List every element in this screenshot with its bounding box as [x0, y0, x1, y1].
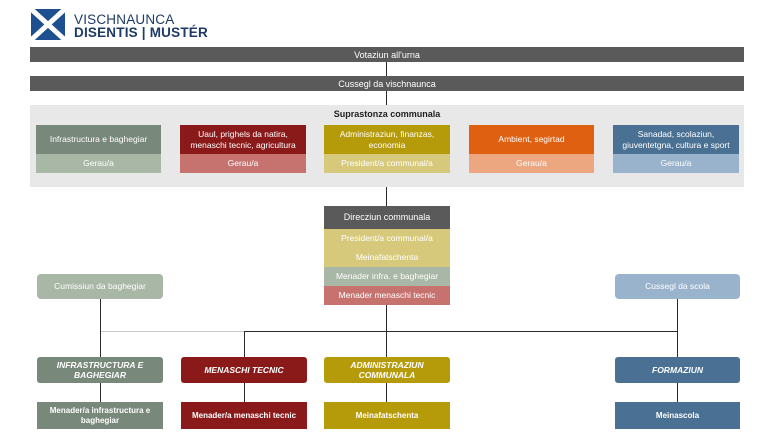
cussegl-scola: Cussegl da scola	[615, 274, 740, 299]
unit-infrastructura: INFRASTRUCTURA E BAGHEGIAR	[37, 357, 163, 383]
department-role: Gerau/a	[469, 154, 594, 173]
logo-line1: VISCHNAUNCA	[74, 12, 175, 27]
department-uaul: Uaul, prighels da natira, menaschi tecni…	[180, 125, 306, 154]
unit-leader: Meinascola	[615, 402, 740, 429]
direcziun-member: Meinafatschenta	[324, 248, 450, 267]
unit-formaziun: FORMAZIUN	[615, 357, 740, 383]
logo-line2: DISENTIS | MUSTÉR	[74, 25, 208, 40]
unit-leader: Menader/a infrastructura e baghegiar	[37, 402, 163, 429]
connector	[100, 299, 101, 357]
connector	[244, 331, 245, 357]
department-infrastructura: Infrastructura e baghegiar	[36, 125, 161, 154]
direcziun-member: President/a communal/a	[324, 229, 450, 248]
cussegl-bar: Cussegl da vischnaunca	[30, 76, 744, 91]
saltire-logo-icon	[29, 7, 67, 42]
connector	[386, 91, 387, 105]
connector	[244, 331, 678, 332]
advisory-line	[100, 331, 324, 332]
unit-administraziun: ADMINISTRAZIUN COMMUNALA	[324, 357, 450, 383]
connector	[244, 383, 245, 402]
department-administraziun: Administraziun, finanzas, economia	[324, 125, 450, 154]
department-role: Gerau/a	[180, 154, 306, 173]
department-sanadad: Sanadad, scolaziun, giuventetgna, cultur…	[613, 125, 739, 154]
unit-leader: Meinafatschenta	[324, 402, 450, 429]
cumissiun-baghegiar: Cumissiun da baghegiar	[37, 274, 163, 299]
direcziun-member: Menader menaschi tecnic	[324, 286, 450, 305]
connector	[100, 383, 101, 402]
connector	[386, 383, 387, 402]
unit-menaschi-tecnic: MENASCHI TECNIC	[181, 357, 307, 383]
votaziun-bar: Votaziun all'urna	[30, 47, 744, 62]
department-role: President/a communal/a	[324, 154, 450, 173]
direcziun-member: Menader infra. e baghegiar	[324, 267, 450, 286]
logo	[29, 7, 67, 42]
direcziun-title: Direcziun communala	[324, 206, 450, 229]
connector	[677, 383, 678, 402]
department-role: Gerau/a	[36, 154, 161, 173]
connector	[386, 187, 387, 206]
unit-leader: Menader/a menaschi tecnic	[181, 402, 307, 429]
connector	[677, 299, 678, 357]
connector	[386, 62, 387, 76]
department-ambient: Ambient, segirtad	[469, 125, 594, 154]
suprastonza-title: Suprastonza communala	[333, 109, 441, 119]
department-role: Gerau/a	[613, 154, 739, 173]
